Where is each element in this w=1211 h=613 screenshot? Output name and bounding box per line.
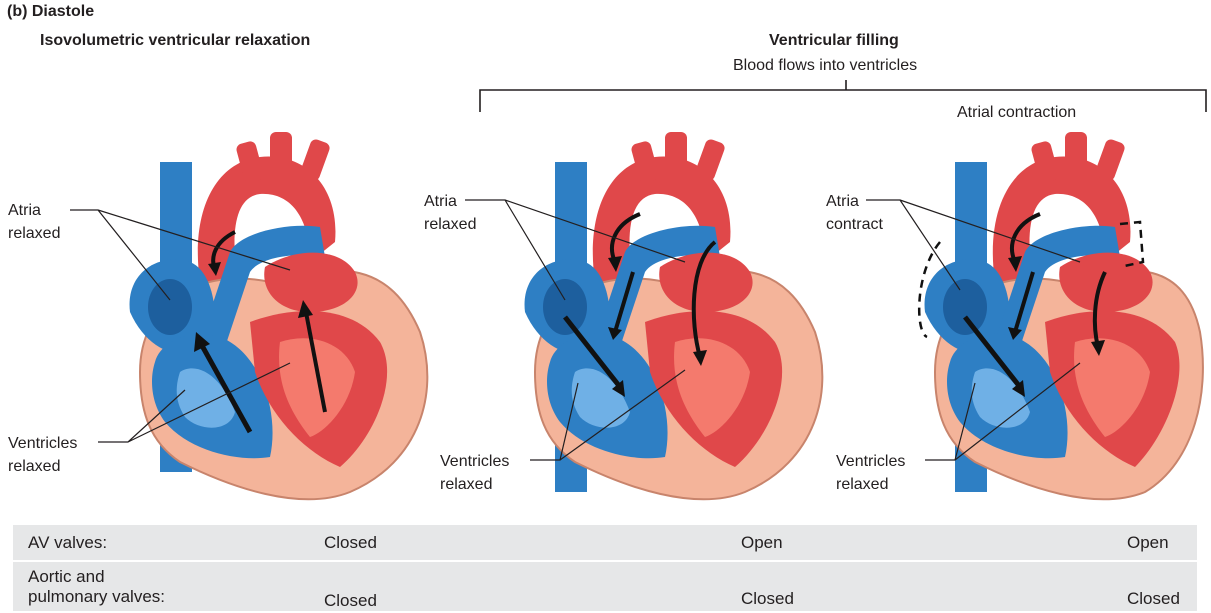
valves-row-av: AV valves: Closed Open Open	[13, 525, 1197, 560]
phase-title-ventricular-filling: Ventricular filling	[769, 32, 899, 49]
av-valves-value-2: Open	[741, 533, 783, 552]
phase-title-isovolumetric-relaxation: Isovolumetric ventricular relaxation	[40, 32, 311, 49]
semilunar-valves-value-2: Closed	[741, 589, 794, 608]
row-label-av-valves: AV valves:	[28, 533, 108, 552]
semilunar-valves-value-1: Closed	[324, 591, 377, 610]
phase-subtitle-blood-flows: Blood flows into ventricles	[733, 57, 918, 74]
av-valves-value-1: Closed	[324, 533, 377, 552]
semilunar-valves-value-3: Closed	[1127, 589, 1180, 608]
part-label: (b) Diastole	[7, 3, 95, 20]
av-valves-value-3: Open	[1127, 533, 1169, 552]
phase-title-atrial-contraction: Atrial contraction	[957, 104, 1077, 121]
